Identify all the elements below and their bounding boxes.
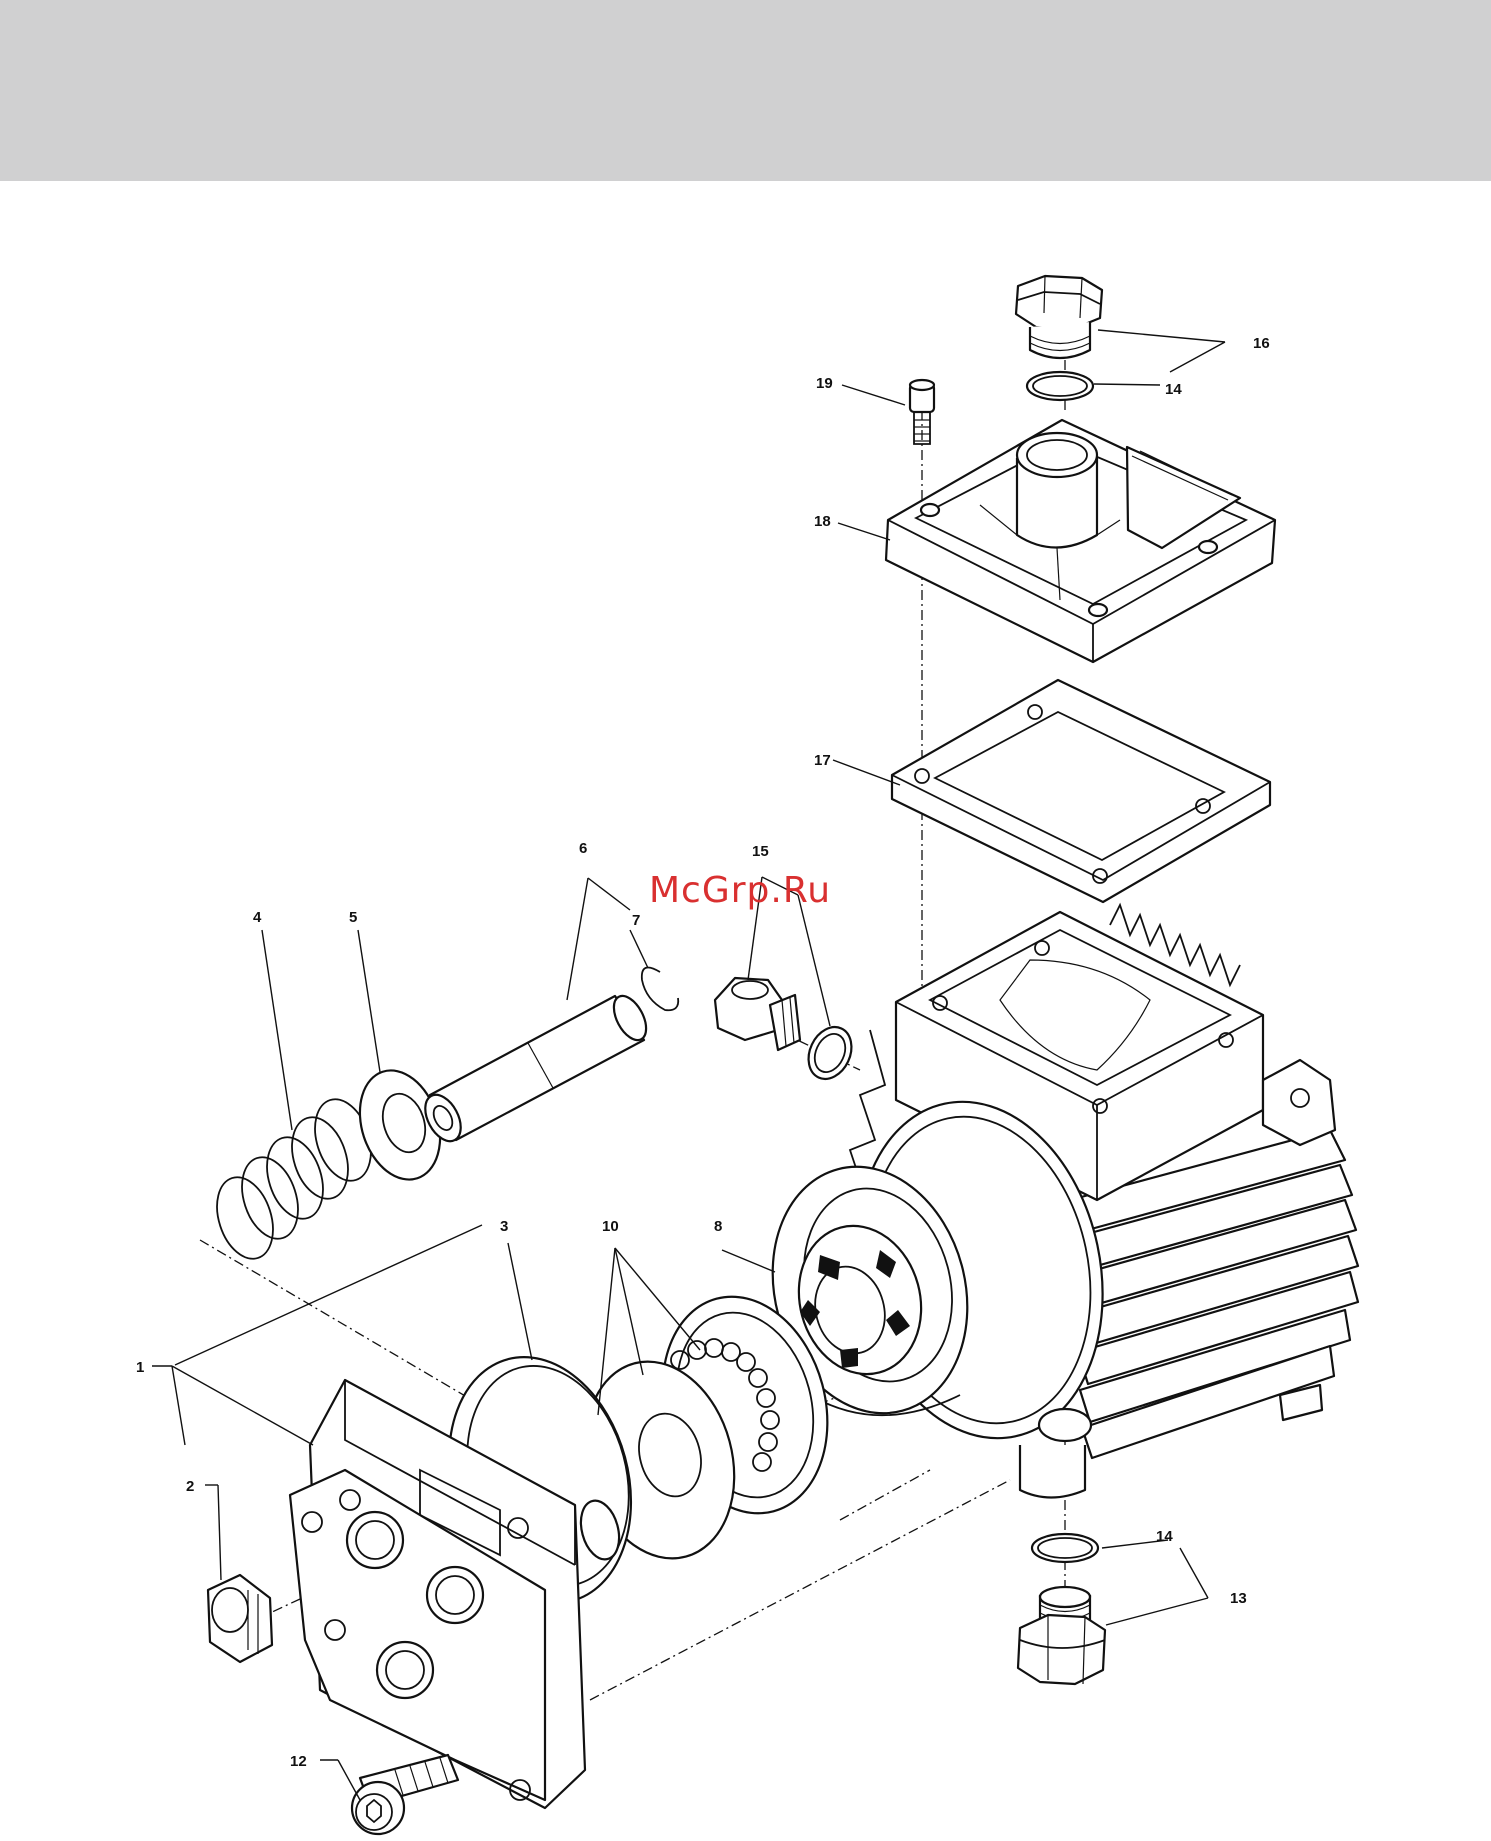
callout-15: 15 [752, 843, 769, 860]
callout-3: 3 [500, 1218, 508, 1235]
callout-14-bottom: 14 [1156, 1528, 1173, 1545]
part-14-o-ring-middle [800, 1020, 859, 1086]
part-6-piston [418, 991, 653, 1147]
callout-10: 10 [602, 1218, 619, 1235]
callout-6: 6 [579, 840, 587, 857]
part-18-cover [886, 420, 1275, 662]
part-17-gasket [892, 680, 1270, 902]
part-19-screw [910, 380, 934, 444]
callout-12: 12 [290, 1753, 307, 1770]
callout-7: 7 [632, 912, 640, 929]
watermark-text: McGrp.Ru [649, 870, 831, 911]
part-12-screw [352, 1755, 458, 1834]
callout-13: 13 [1230, 1590, 1247, 1607]
callout-18: 18 [814, 513, 831, 530]
callout-14-top: 14 [1165, 381, 1182, 398]
part-14-o-ring-top [1027, 372, 1093, 400]
callout-2: 2 [186, 1478, 194, 1495]
part-2-plug [208, 1575, 272, 1662]
part-4-spring [207, 1092, 380, 1266]
part-15-plug [715, 978, 800, 1050]
callout-17: 17 [814, 752, 831, 769]
callout-16: 16 [1253, 335, 1270, 352]
part-7-circlip [642, 968, 678, 1011]
part-14-o-ring-bottom [1032, 1534, 1098, 1562]
callout-4: 4 [253, 909, 262, 926]
callout-8: 8 [714, 1218, 722, 1235]
callout-1: 1 [136, 1359, 144, 1376]
callout-19: 19 [816, 375, 833, 392]
part-16-plug [1016, 276, 1102, 358]
callout-5: 5 [349, 909, 357, 926]
part-13-drain-plug [1018, 1587, 1105, 1684]
